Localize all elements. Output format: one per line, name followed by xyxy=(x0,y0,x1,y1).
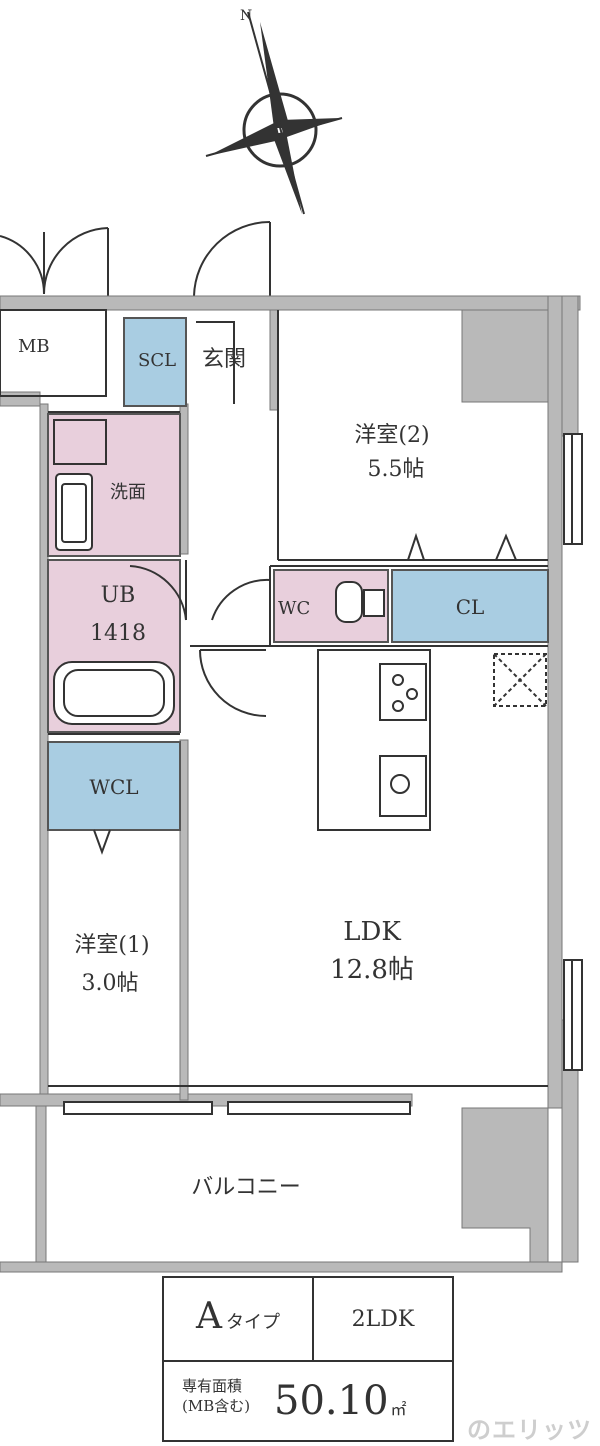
area-label: 専有面積 (MB含む) xyxy=(164,1362,274,1440)
north-label: N xyxy=(240,8,252,24)
area-row: 専有面積 (MB含む) 50.10 ㎡ xyxy=(164,1362,452,1440)
room-labels: MB SCL 玄関 洋室(2) 5.5帖 洗面 UB 1418 WC CL WC… xyxy=(18,336,484,1200)
windows xyxy=(63,433,583,1115)
stove-icon xyxy=(379,663,427,721)
outer-doors xyxy=(0,221,271,298)
room-scl: SCL xyxy=(138,350,176,371)
room-wcl: WCL xyxy=(89,775,138,799)
room-ub-size: 1418 xyxy=(90,621,146,646)
area-value: 50.10 xyxy=(274,1378,389,1424)
room-ub-name: UB xyxy=(101,583,136,608)
cl-area xyxy=(391,569,549,643)
room-ldk-size: 12.8帖 xyxy=(330,955,414,985)
room-senmen: 洗面 xyxy=(110,482,146,503)
room-balcony: バルコニー xyxy=(191,1175,301,1200)
unit-type-row: A タイプ 2LDK xyxy=(164,1278,452,1362)
unit-type-cell: A タイプ xyxy=(164,1278,314,1360)
layout-type: 2LDK xyxy=(351,1306,415,1332)
watermark: のエリッツ xyxy=(467,1416,592,1444)
room-cl: CL xyxy=(456,595,485,619)
room-ldk-name: LDK xyxy=(343,917,401,947)
type-letter: A xyxy=(196,1296,222,1337)
room-yoshitsu2-size: 5.5帖 xyxy=(368,457,425,482)
type-suffix: タイプ xyxy=(226,1312,280,1333)
room-wc: WC xyxy=(278,598,310,619)
walls xyxy=(0,295,581,1273)
area-label-line1: 専有面積 xyxy=(182,1377,243,1395)
room-yoshitsu1-name: 洋室(1) xyxy=(74,933,149,958)
ventilation-icon xyxy=(493,653,547,707)
unit-info-box: A タイプ 2LDK 専有面積 (MB含む) 50.10 ㎡ xyxy=(162,1276,454,1442)
vanity-icon xyxy=(53,419,107,465)
wcl-area xyxy=(47,741,181,831)
storage-areas xyxy=(47,317,549,831)
room-yoshitsu2-name: 洋室(2) xyxy=(354,423,429,448)
compass-icon: N xyxy=(205,8,343,215)
interior-doors xyxy=(93,321,517,855)
area-value-wrap: 50.10 ㎡ xyxy=(274,1362,452,1440)
scl-area xyxy=(123,317,187,407)
room-mb: MB xyxy=(18,336,50,357)
area-label-line2: (MB含む) xyxy=(182,1397,251,1415)
toilet-icon xyxy=(335,581,363,623)
room-yoshitsu1-size: 3.0帖 xyxy=(82,971,139,996)
fixtures xyxy=(53,419,547,817)
room-genkan: 玄関 xyxy=(202,347,246,372)
area-unit: ㎡ xyxy=(390,1400,407,1419)
